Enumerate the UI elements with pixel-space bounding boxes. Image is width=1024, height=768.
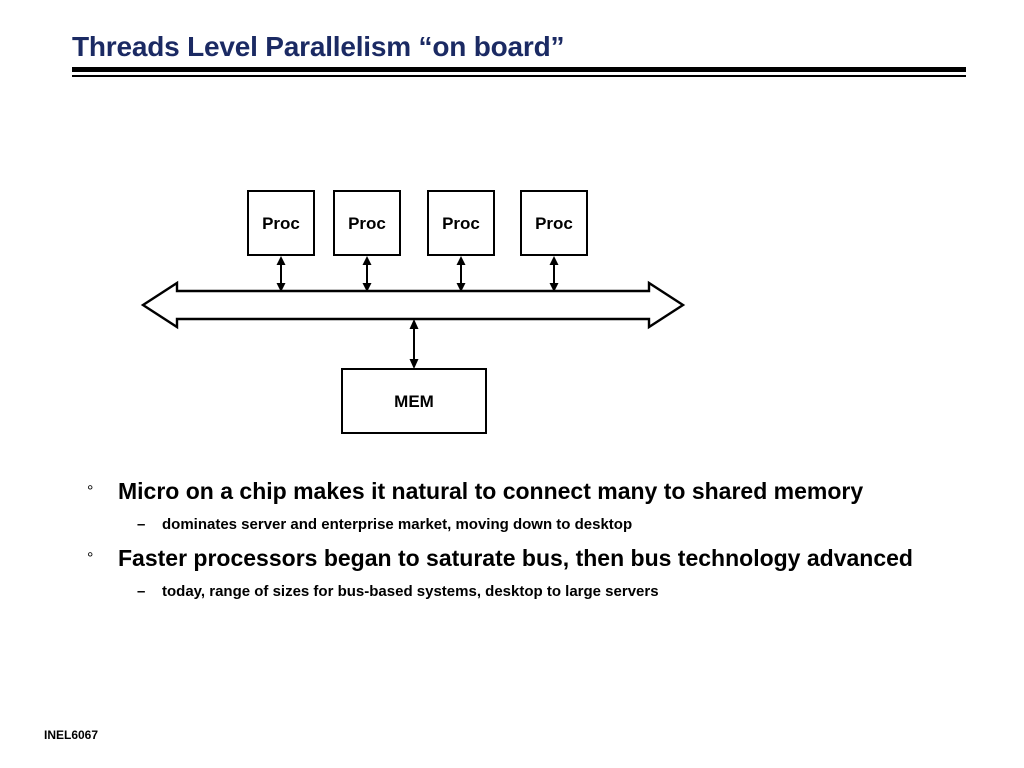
sub-bullet-item-1-1: – dominates server and enterprise market… <box>80 514 980 535</box>
page-title: Threads Level Parallelism “on board” <box>72 31 565 62</box>
proc-box-3-label: Proc <box>442 213 480 233</box>
proc-box-1[interactable]: Proc <box>247 190 315 256</box>
footer-course-code: INEL6067 <box>44 728 99 742</box>
proc-box-4-label: Proc <box>535 213 573 233</box>
sub-bullet-item-2-1-text: today, range of sizes for bus-based syst… <box>162 583 659 600</box>
shared-bus-arrow <box>140 276 686 334</box>
bullet-list: ° Micro on a chip makes it natural to co… <box>80 478 980 612</box>
bullet-item-2-text: Faster processors began to saturate bus,… <box>118 545 913 571</box>
sub-bullet-marker-dash-icon: – <box>137 516 146 533</box>
proc-box-4[interactable]: Proc <box>520 190 588 256</box>
memory-box[interactable]: MEM <box>341 368 487 434</box>
proc-box-3[interactable]: Proc <box>427 190 495 256</box>
connector-arrow-proc-4 <box>544 256 564 292</box>
title-block: Threads Level Parallelism “on board” <box>72 30 972 64</box>
connector-arrow-proc-1 <box>271 256 291 292</box>
bullet-marker-degree-icon: ° <box>87 483 94 500</box>
bullet-item-1-text: Micro on a chip makes it natural to conn… <box>118 478 864 504</box>
bullet-item-1: ° Micro on a chip makes it natural to co… <box>80 478 980 505</box>
memory-box-label: MEM <box>394 391 434 411</box>
sub-bullet-marker-dash-icon: – <box>137 583 146 600</box>
sub-bullet-item-1-1-text: dominates server and enterprise market, … <box>162 516 633 533</box>
bullet-marker-degree-icon: ° <box>87 550 94 567</box>
connector-arrow-proc-3 <box>451 256 471 292</box>
proc-box-2-label: Proc <box>348 213 386 233</box>
sub-bullet-item-2-1: – today, range of sizes for bus-based sy… <box>80 581 980 602</box>
title-rule-thick <box>72 67 966 72</box>
connector-arrow-proc-2 <box>357 256 377 292</box>
connector-arrow-memory <box>404 319 424 369</box>
bullet-item-2: ° Faster processors began to saturate bu… <box>80 545 980 572</box>
proc-box-1-label: Proc <box>262 213 300 233</box>
proc-box-2[interactable]: Proc <box>333 190 401 256</box>
title-rule-thin <box>72 75 966 77</box>
